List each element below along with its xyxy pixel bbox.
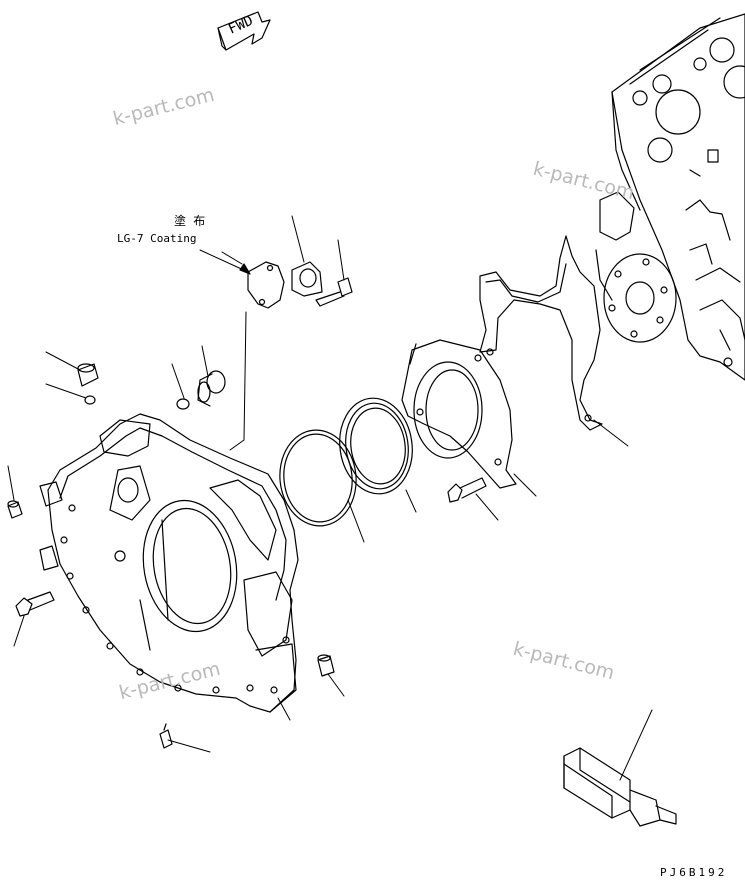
coating-arrow-icon	[239, 263, 251, 275]
plug	[77, 363, 99, 387]
grease-nipple	[159, 723, 173, 749]
leader-lines	[7, 215, 653, 781]
o-ring	[279, 429, 357, 527]
oil-seal-housing	[401, 339, 517, 489]
flywheel-housing	[39, 413, 299, 713]
coating-label-jp: 塗 布	[174, 214, 206, 228]
cover-bolt	[315, 277, 353, 307]
cover-gasket	[291, 261, 323, 297]
rear-gasket	[479, 235, 603, 431]
fitting-sleeve	[197, 370, 226, 407]
coating-label-en: LG-7 Coating	[117, 232, 197, 245]
oil-seal	[339, 397, 413, 495]
housing-bolt	[447, 477, 487, 503]
drawing-code: PJ6B192	[660, 866, 728, 879]
cover-plate	[247, 261, 285, 309]
installer-tool	[563, 747, 677, 827]
small-o-ring	[84, 395, 96, 405]
housing-side-bolt	[15, 591, 55, 617]
crankshaft-flange	[595, 191, 677, 343]
bottom-dowel-pin	[317, 654, 335, 677]
dowel-pin	[7, 500, 23, 519]
fwd-arrow-icon	[217, 11, 271, 51]
sleeve-o-ring	[176, 398, 190, 410]
engine-block	[611, 13, 745, 381]
